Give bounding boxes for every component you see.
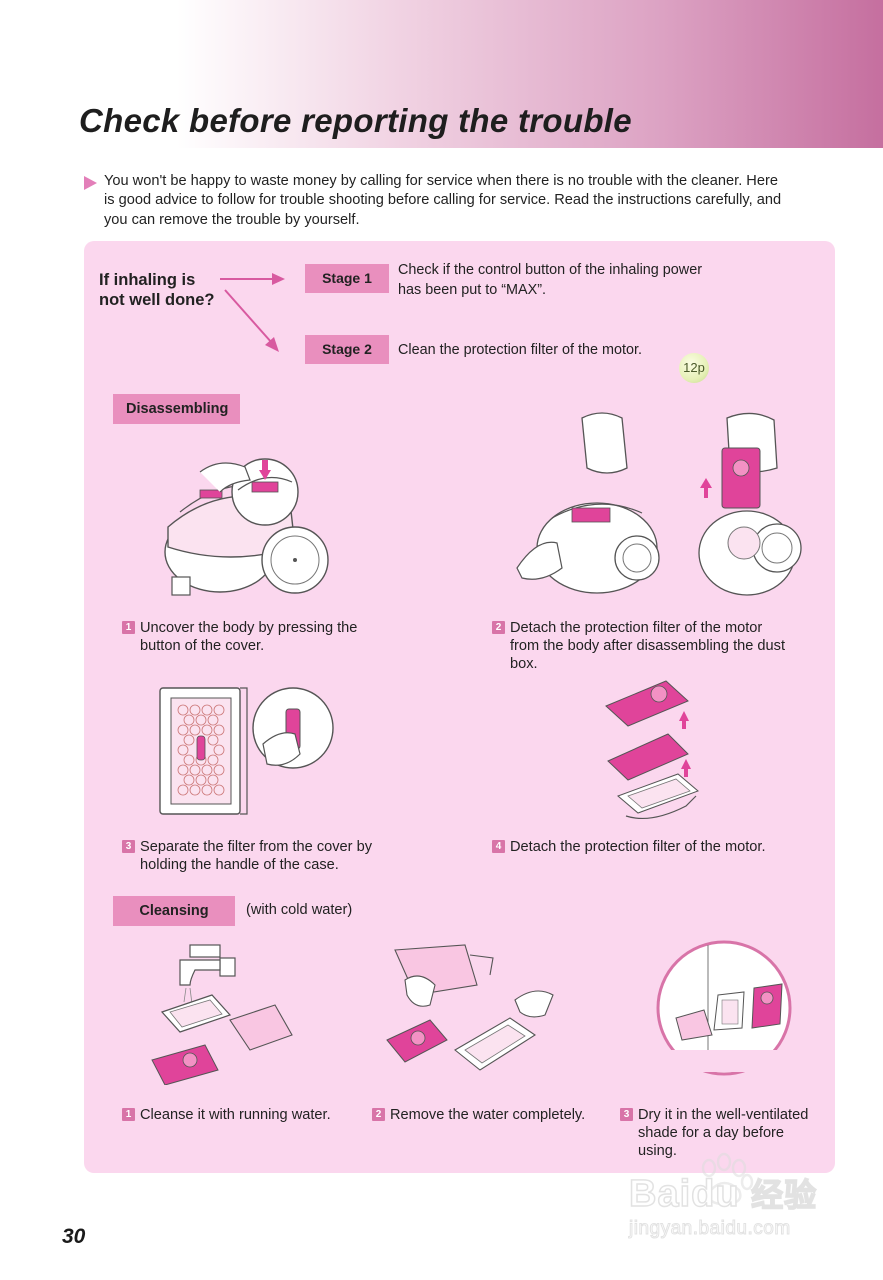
- intro-arrow-icon: [84, 176, 97, 190]
- question-arrows: [220, 273, 285, 352]
- cleansing-step-3: 3 Dry it in the well-ventilated shade fo…: [620, 1107, 820, 1160]
- step-text: Separate the filter from the cover by ho…: [140, 839, 372, 873]
- stage-2-text: Clean the protection filter of the motor…: [398, 342, 642, 358]
- page-reference-badge[interactable]: 12p: [679, 353, 709, 383]
- step-number-badge: 2: [492, 621, 505, 634]
- step-text: Detach the protection filter of the moto…: [510, 839, 766, 855]
- stage-1-text-line-1: Check if the control button of the inhal…: [398, 262, 702, 278]
- step-number-badge: 2: [372, 1108, 385, 1121]
- disassembling-step-4: 4 Detach the protection filter of the mo…: [492, 839, 792, 857]
- lift-arrow-icon: [700, 478, 712, 488]
- filter-cover-handle-illustration: [159, 687, 334, 815]
- up-arrow-icon: [681, 759, 691, 769]
- question-line-2: not well done?: [99, 291, 215, 309]
- page-title: Check before reporting the trouble: [79, 102, 632, 139]
- step-text: Cleanse it with running water.: [140, 1107, 331, 1123]
- baidu-watermark: Baidu 经验 jingyan.baidu.com: [627, 1148, 837, 1248]
- intro-paragraph: You won't be happy to waste money by cal…: [104, 173, 782, 228]
- page-number: 30: [62, 1225, 86, 1248]
- watermark-url: jingyan.baidu.com: [629, 1218, 791, 1240]
- cleansing-note: (with cold water): [246, 902, 353, 918]
- stage-1-label: Stage 1: [305, 264, 389, 293]
- watermark-brand-text: Baidu: [628, 1172, 740, 1216]
- stage-2-label: Stage 2: [305, 335, 389, 364]
- step-number-badge: 3: [620, 1108, 633, 1121]
- stage-1-text-line-2: has been put to “MAX”.: [398, 281, 546, 298]
- step-number-badge: 1: [122, 1108, 135, 1121]
- up-arrow-icon: [679, 711, 689, 721]
- cleansing-label: Cleansing: [113, 896, 235, 926]
- baidu-paw-logo-icon: [701, 1152, 754, 1206]
- stage-1-text: Check if the control button of the inhal…: [398, 261, 702, 300]
- cleansing-step-1: 1 Cleanse it with running water.: [122, 1107, 362, 1125]
- watermark-brand: Baidu 经验: [628, 1170, 818, 1216]
- disassembling-step-2: 2 Detach the protection filter of the mo…: [492, 620, 792, 673]
- step-text: Uncover the body by pressing the button …: [140, 620, 358, 654]
- step-number-badge: 4: [492, 840, 505, 853]
- running-water-illustration: [151, 944, 293, 1085]
- vacuum-cover-button-illustration: [164, 458, 329, 596]
- question-line-1: If inhaling is: [99, 271, 196, 289]
- remove-water-illustration: [386, 944, 554, 1071]
- arrow-down-right-icon: [265, 337, 279, 352]
- arrow-right-icon: [272, 273, 285, 285]
- motor-filter-exploded-illustration: [605, 680, 699, 820]
- trouble-question: If inhaling is not well done?: [99, 270, 215, 310]
- step-text: Dry it in the well-ventilated shade for …: [638, 1107, 809, 1159]
- cleansing-step-2: 2 Remove the water completely.: [372, 1107, 612, 1125]
- step-number-badge: 1: [122, 621, 135, 634]
- watermark-cn-text: 经验: [750, 1176, 818, 1214]
- disassembling-step-3: 3 Separate the filter from the cover by …: [122, 839, 392, 875]
- press-arrow-icon: [259, 470, 271, 480]
- step-text: Detach the protection filter of the moto…: [510, 620, 785, 672]
- disassembling-label: Disassembling: [113, 394, 240, 424]
- dust-box-removal-illustration: [516, 412, 802, 596]
- header-gradient-band: [0, 0, 883, 148]
- disassembling-step-1: 1 Uncover the body by pressing the butto…: [122, 620, 362, 656]
- dry-in-shade-illustration: [656, 940, 792, 1076]
- step-text: Remove the water completely.: [390, 1107, 586, 1123]
- step-number-badge: 3: [122, 840, 135, 853]
